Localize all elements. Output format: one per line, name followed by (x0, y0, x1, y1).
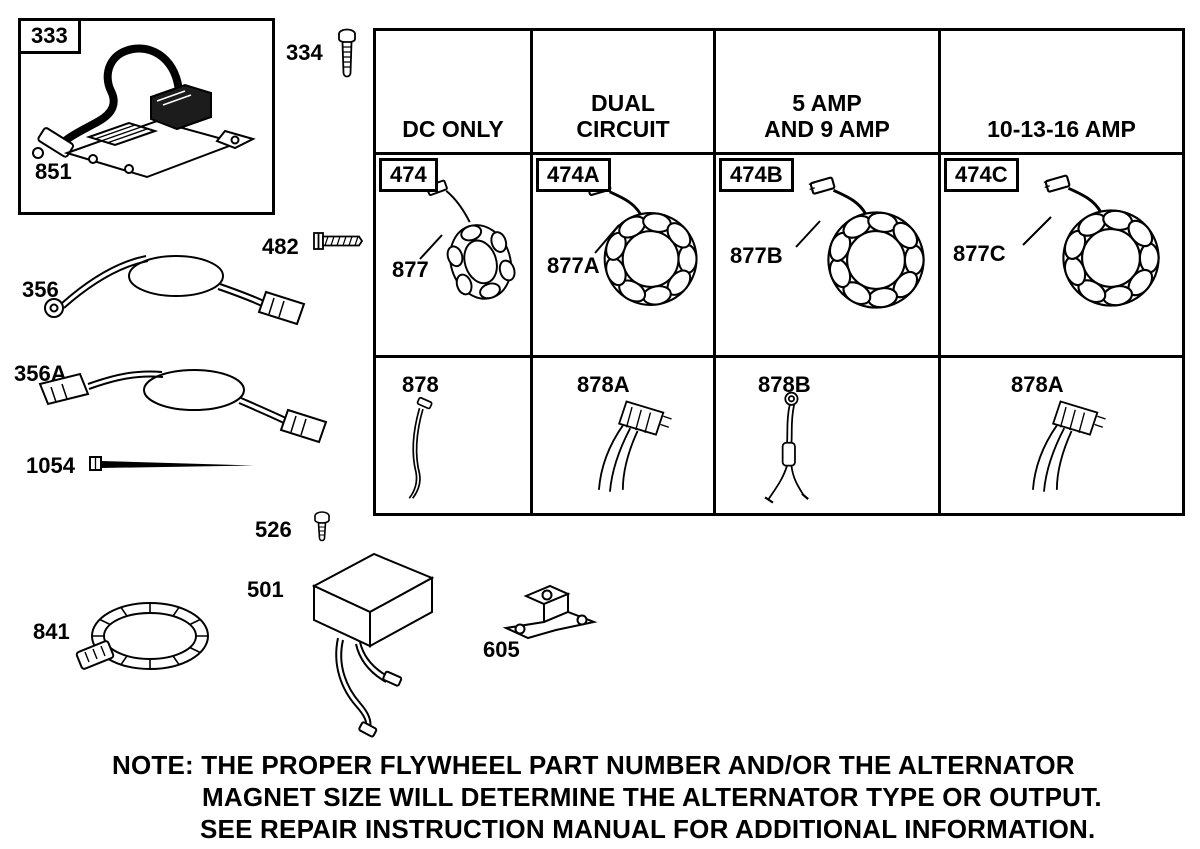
cell-lead-5-and-9-amp: 878B (716, 358, 941, 513)
part-label-605: 605 (483, 637, 520, 662)
stator-877A-illustration (584, 177, 698, 309)
cell-lead-dc-only: 878 (376, 358, 533, 513)
part-badge-333: 333 (18, 18, 81, 54)
column-header-dual-circuit: DUAL CIRCUIT (533, 31, 716, 155)
stator-877B-illustration (795, 175, 926, 311)
part-label-482: 482 (262, 234, 299, 259)
column-header-10-13-16-amp: 10-13-16 AMP (941, 31, 1182, 155)
part-badge-474: 474 (379, 158, 438, 192)
part-label-334: 334 (286, 40, 323, 65)
stator-harness-356A-illustration (38, 369, 328, 444)
regulator-501-illustration (311, 552, 435, 738)
part-label-356: 356 (22, 277, 59, 302)
cable-tie-1054-illustration (89, 456, 254, 471)
stator-877-illustration (419, 179, 523, 308)
part-label-877C: 877C (953, 241, 1006, 266)
part-label-878: 878 (402, 372, 439, 397)
part-label-877A: 877A (547, 253, 600, 278)
stator-harness-356-illustration (44, 255, 306, 326)
column-header-label: DUAL CIRCUIT (576, 90, 670, 142)
part-label-877B: 877B (730, 243, 783, 268)
part-label-501: 501 (247, 577, 284, 602)
alternator-options-table: DC ONLY DUAL CIRCUIT 5 AMP AND 9 AMP 10-… (373, 28, 1185, 516)
part-label-877: 877 (392, 257, 429, 282)
screw-334-icon (338, 28, 356, 78)
part-label-851: 851 (35, 159, 72, 184)
cell-stator-5-and-9-amp: 474B 877B (716, 155, 941, 358)
output-lead-878-illustration (408, 396, 434, 500)
column-header-dc-only: DC ONLY (376, 31, 533, 155)
stator-877C-illustration (1022, 173, 1161, 309)
part-badge-474A: 474A (536, 158, 611, 192)
part-badge-474B: 474B (719, 158, 794, 192)
ignition-armature-illustration (32, 44, 256, 179)
column-header-label: 5 AMP AND 9 AMP (764, 90, 890, 142)
cell-stator-dc-only: 474 877 (376, 155, 533, 358)
part-label-1054: 1054 (26, 453, 75, 478)
clamp-841-illustration (75, 602, 209, 670)
part-label-878A-2: 878A (1011, 372, 1064, 397)
screw-526-icon (314, 511, 330, 542)
bracket-605-illustration (502, 584, 598, 640)
part-label-841: 841 (33, 619, 70, 644)
cell-stator-10-13-16-amp: 474C 877C (941, 155, 1182, 358)
column-header-label: DC ONLY (402, 115, 504, 142)
part-label-878A: 878A (577, 372, 630, 397)
bolt-482-icon (313, 232, 364, 250)
column-header-5-and-9-amp: 5 AMP AND 9 AMP (716, 31, 941, 155)
part-label-878B: 878B (758, 372, 811, 397)
part-label-526: 526 (255, 517, 292, 542)
part-badge-474C: 474C (944, 158, 1019, 192)
ignition-module-panel: 333 851 (18, 18, 275, 215)
output-lead-878B-illustration (763, 391, 810, 504)
note-line-1: NOTE: THE PROPER FLYWHEEL PART NUMBER AN… (112, 750, 1075, 780)
note-line-2: MAGNET SIZE WILL DETERMINE THE ALTERNATO… (202, 782, 1102, 812)
note-line-3: SEE REPAIR INSTRUCTION MANUAL FOR ADDITI… (200, 814, 1096, 844)
cell-lead-dual-circuit: 878A (533, 358, 716, 513)
cell-stator-dual-circuit: 474A 877A (533, 155, 716, 358)
column-header-label: 10-13-16 AMP (987, 115, 1136, 142)
cell-lead-10-13-16-amp: 878A (941, 358, 1182, 513)
